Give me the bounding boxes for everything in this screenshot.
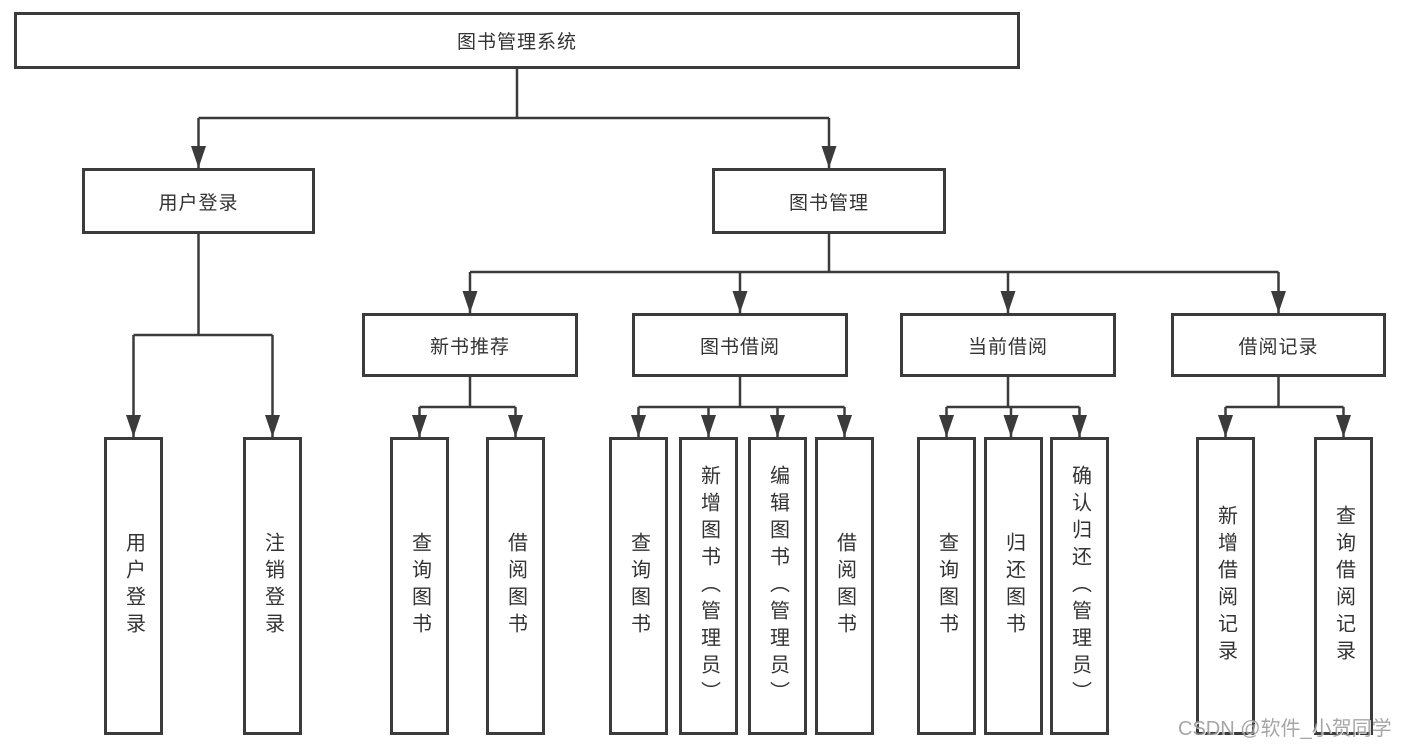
node-current-borrowing: 当前借阅 [900, 313, 1116, 377]
leaf-logout: 注销登录 [243, 437, 302, 735]
connector-user-login-children [126, 234, 280, 437]
leaf-add-books-admin: 新增图书（管理员） [679, 437, 738, 735]
leaf-query-borrow-record: 查询借阅记录 [1314, 437, 1373, 735]
node-root-system: 图书管理系统 [14, 12, 1020, 69]
leaf-edit-books-admin: 编辑图书（管理员） [748, 437, 807, 735]
leaf-return-books: 归还图书 [984, 437, 1043, 735]
connector-current-borrowing-children [939, 377, 1087, 437]
node-new-book-recommend: 新书推荐 [362, 313, 578, 377]
leaf-add-borrow-record: 新增借阅记录 [1196, 437, 1255, 735]
connector-new-book-recommend-children [412, 377, 523, 437]
csdn-watermark: CSDN @软件_小贺同学 [1178, 718, 1392, 740]
node-borrowing-records: 借阅记录 [1171, 313, 1386, 377]
node-user-login: 用户登录 [82, 168, 315, 234]
leaf-user-login: 用户登录 [104, 437, 163, 735]
connector-root-to-level2 [191, 69, 837, 168]
leaf-query-books-borrowing: 查询图书 [609, 437, 668, 735]
connector-book-borrowing-children [631, 377, 852, 437]
node-book-borrowing: 图书借阅 [632, 313, 848, 377]
leaf-query-books-current: 查询图书 [917, 437, 976, 735]
connector-borrowing-records-children [1218, 377, 1351, 437]
leaf-borrow-books: 借阅图书 [815, 437, 874, 735]
leaf-borrow-books-recommend: 借阅图书 [486, 437, 545, 735]
leaf-confirm-return-admin: 确认归还（管理员） [1050, 437, 1109, 735]
node-book-management: 图书管理 [712, 168, 946, 234]
leaf-query-books-recommend: 查询图书 [390, 437, 449, 735]
connector-book-management-children [462, 234, 1286, 313]
